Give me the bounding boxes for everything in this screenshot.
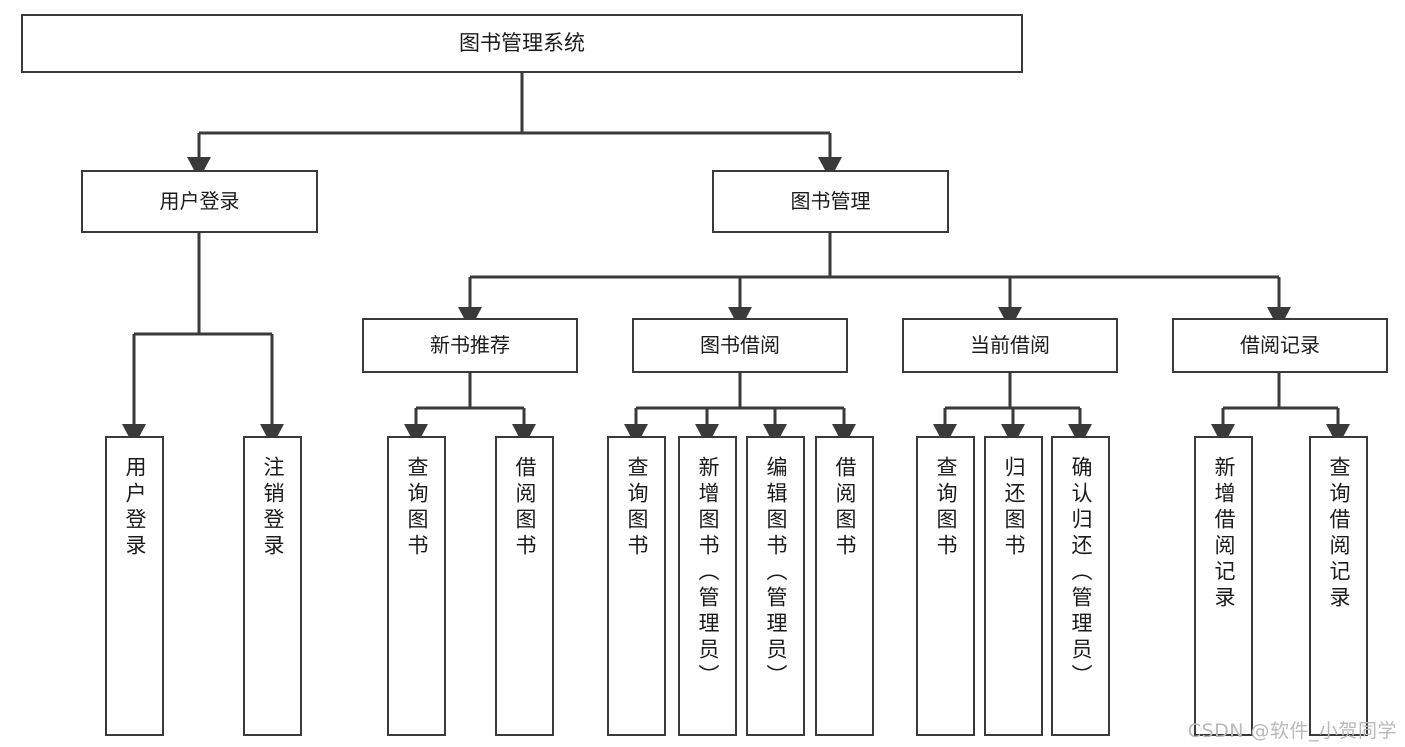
node-label: 用户登录 [123, 456, 147, 560]
node-current-borrow[interactable]: 当前借阅 [902, 318, 1118, 373]
node-label: 图书管理 [790, 188, 871, 213]
node-root-book-management-system[interactable]: 图书管理系统 [21, 14, 1023, 73]
leaf-confirm-return-admin[interactable]: 确认归还（管理员） [1051, 436, 1110, 736]
node-label: 新增图书（管理员） [696, 456, 720, 690]
node-label: 查询图书 [625, 456, 649, 560]
node-label: 归还图书 [1002, 456, 1026, 560]
node-book-borrow[interactable]: 图书借阅 [632, 318, 848, 373]
leaf-user-logout[interactable]: 注销登录 [243, 436, 302, 736]
leaf-query-borrow-record[interactable]: 查询借阅记录 [1309, 436, 1368, 736]
node-label: 查询借阅记录 [1327, 456, 1351, 612]
node-label: 当前借阅 [970, 332, 1050, 357]
node-label: 用户登录 [159, 188, 240, 213]
node-new-book-recommend[interactable]: 新书推荐 [362, 318, 578, 373]
node-borrow-record[interactable]: 借阅记录 [1172, 318, 1388, 373]
watermark-text: CSDN @软件_小贺同学 [1187, 720, 1397, 742]
leaf-query-book-recommend[interactable]: 查询图书 [387, 436, 446, 736]
leaf-query-book-borrow[interactable]: 查询图书 [607, 436, 666, 736]
node-label: 查询图书 [405, 456, 429, 560]
leaf-borrow-book-recommend[interactable]: 借阅图书 [495, 436, 554, 736]
leaf-query-book-current[interactable]: 查询图书 [916, 436, 975, 736]
leaf-return-book[interactable]: 归还图书 [984, 436, 1043, 736]
node-label: 借阅图书 [833, 456, 857, 560]
node-user-login[interactable]: 用户登录 [81, 170, 318, 233]
leaf-edit-book-admin[interactable]: 编辑图书（管理员） [746, 436, 805, 736]
node-label: 借阅图书 [513, 456, 537, 560]
node-label: 图书借阅 [700, 332, 780, 357]
node-label: 编辑图书（管理员） [764, 456, 788, 690]
leaf-add-book-admin[interactable]: 新增图书（管理员） [678, 436, 737, 736]
leaf-add-borrow-record[interactable]: 新增借阅记录 [1194, 436, 1253, 736]
leaf-user-login[interactable]: 用户登录 [105, 436, 164, 736]
node-label: 图书管理系统 [459, 31, 585, 56]
node-label: 借阅记录 [1240, 332, 1320, 357]
node-label: 确认归还（管理员） [1069, 456, 1093, 690]
node-book-management[interactable]: 图书管理 [712, 170, 949, 233]
node-label: 注销登录 [261, 456, 285, 560]
node-label: 新书推荐 [430, 332, 510, 357]
node-label: 查询图书 [934, 456, 958, 560]
leaf-borrow-book[interactable]: 借阅图书 [815, 436, 874, 736]
node-label: 新增借阅记录 [1212, 456, 1236, 612]
